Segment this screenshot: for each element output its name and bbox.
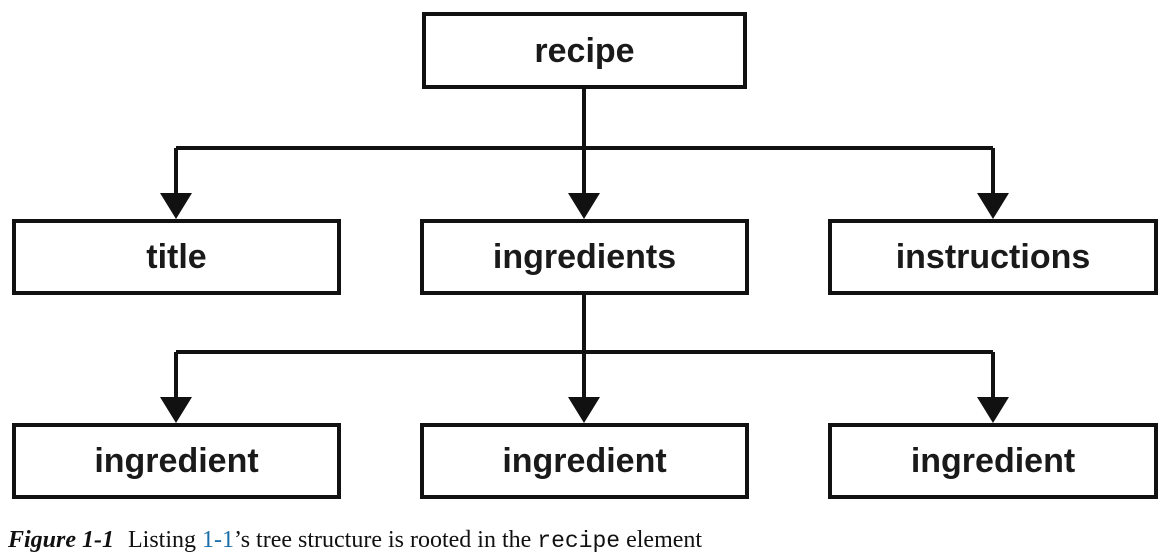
edges-recipe-children [160, 87, 1009, 219]
arrowhead-title [160, 193, 192, 219]
arrowhead-instructions [977, 193, 1009, 219]
caption-text-end: element [620, 527, 703, 553]
node-ingredient-2: ingredient [420, 423, 749, 499]
node-ingredient-3-label: ingredient [911, 442, 1075, 480]
node-title: title [12, 219, 341, 295]
arrowhead-ingredient-1 [160, 397, 192, 423]
figure-label: Figure 1-1 [8, 527, 115, 553]
tree-diagram: recipe title ingredients instructions in… [12, 12, 1158, 499]
node-ingredients-label: ingredients [493, 238, 676, 276]
node-instructions-label: instructions [896, 238, 1091, 276]
edges-ingredients-children [160, 293, 1009, 423]
node-recipe: recipe [422, 12, 747, 89]
caption-text-after-link: ’s tree structure is rooted in the [234, 527, 538, 553]
node-instructions: instructions [828, 219, 1158, 295]
arrowhead-ingredient-2 [568, 397, 600, 423]
node-ingredients: ingredients [420, 219, 749, 295]
node-ingredient-1: ingredient [12, 423, 341, 499]
node-ingredient-2-label: ingredient [502, 442, 666, 480]
node-ingredient-1-label: ingredient [94, 442, 258, 480]
node-ingredient-3: ingredient [828, 423, 1158, 499]
caption-text-before-link: Listing [128, 527, 203, 553]
arrowhead-ingredients [568, 193, 600, 219]
node-title-label: title [146, 238, 206, 276]
listing-link[interactable]: 1-1 [202, 527, 235, 553]
arrowhead-ingredient-3 [977, 397, 1009, 423]
figure-caption: Figure 1-1 Listing 1-1’s tree structure i… [8, 525, 702, 556]
caption-code-recipe: recipe [537, 528, 621, 554]
node-recipe-label: recipe [534, 32, 634, 70]
